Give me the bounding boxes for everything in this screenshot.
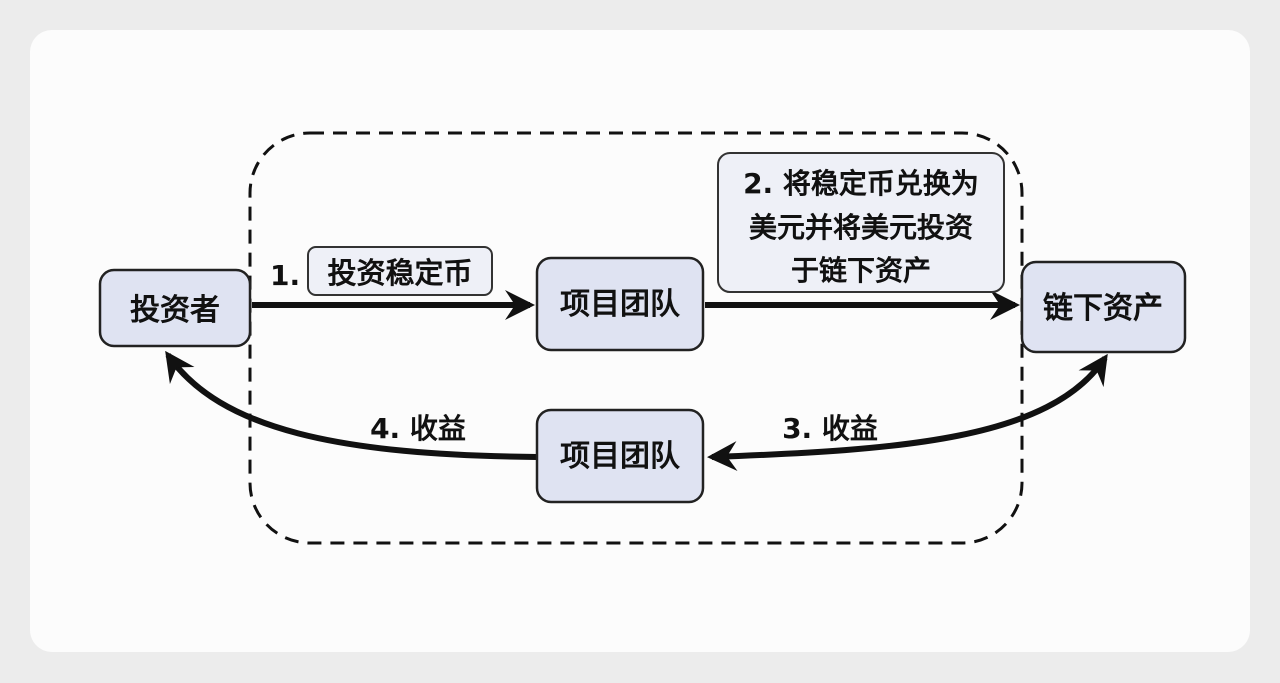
node-investor-label: 投资者 (130, 293, 220, 328)
node-team-top: 项目团队 (535, 256, 705, 352)
node-team-top-label: 项目团队 (560, 287, 681, 322)
arrow-return-4 (165, 350, 538, 460)
node-team-bottom-label: 项目团队 (560, 439, 681, 474)
node-investor: 投资者 (98, 268, 252, 348)
node-offchain-assets: 链下资产 (1020, 260, 1187, 354)
step1-number: 1. (270, 259, 300, 292)
step2-line-3: 于链下资产 (791, 254, 931, 287)
step4-label: 4. 收益 (370, 412, 466, 445)
step1-label-box: 投资稳定币 (307, 246, 493, 296)
step3-label: 3. 收益 (782, 412, 878, 445)
step2-line-1: 2. 将稳定币兑换为 (743, 167, 979, 200)
node-team-bottom: 项目团队 (535, 408, 705, 504)
project-boundary-dashed (248, 131, 1024, 545)
node-offchain-label: 链下资产 (1043, 291, 1163, 326)
arrow-return-3 (707, 353, 1108, 472)
step1-label: 投资稳定币 (327, 256, 472, 290)
step2-label-box: 2. 将稳定币兑换为 美元并将美元投资 于链下资产 (717, 152, 1005, 293)
step2-line-2: 美元并将美元投资 (749, 211, 973, 244)
